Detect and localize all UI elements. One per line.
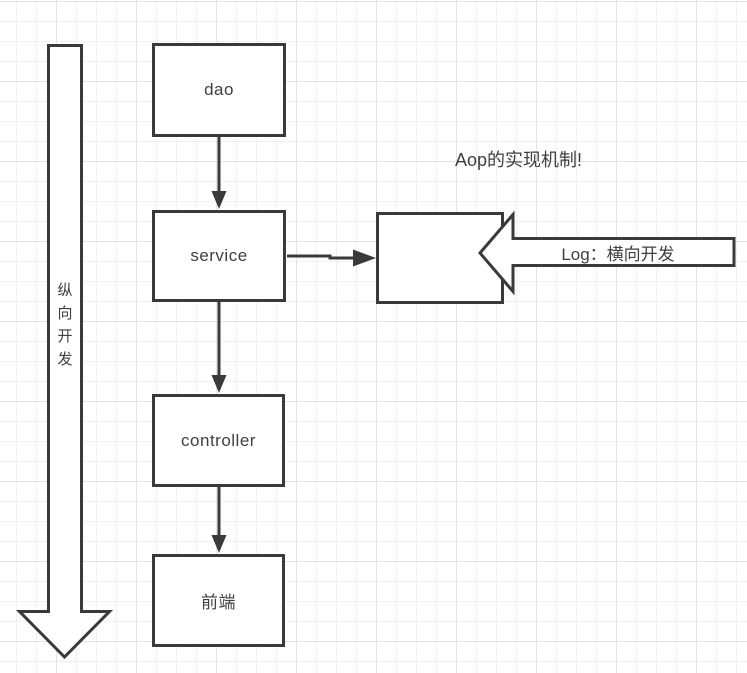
node-aop-box[interactable] <box>376 212 504 304</box>
vertical-dev-label[interactable]: 纵向开发 <box>57 282 73 368</box>
arrowhead-service-controller <box>211 375 227 393</box>
node-dao[interactable]: dao <box>152 43 286 137</box>
arrowhead-controller-frontend <box>211 535 227 553</box>
node-controller[interactable]: controller <box>152 394 285 487</box>
arrowhead-dao-service <box>211 191 227 209</box>
log-arrow-label[interactable]: Log：横向开发 <box>561 245 675 264</box>
node-service[interactable]: service <box>152 210 286 302</box>
connector-controller-frontend[interactable] <box>211 487 227 553</box>
arrowhead-service-aopbox <box>353 249 376 267</box>
aop-mechanism-title[interactable]: Aop的实现机制! <box>455 150 583 170</box>
node-service-label: service <box>190 246 248 265</box>
node-controller-label: controller <box>181 430 256 450</box>
node-dao-label: dao <box>204 80 234 99</box>
connector-service-controller[interactable] <box>211 302 227 393</box>
connector-service-aopbox[interactable] <box>287 249 376 267</box>
node-frontend-label: 前端 <box>201 593 236 612</box>
node-frontend[interactable]: 前端 <box>152 554 285 647</box>
connector-dao-service[interactable] <box>211 137 227 209</box>
